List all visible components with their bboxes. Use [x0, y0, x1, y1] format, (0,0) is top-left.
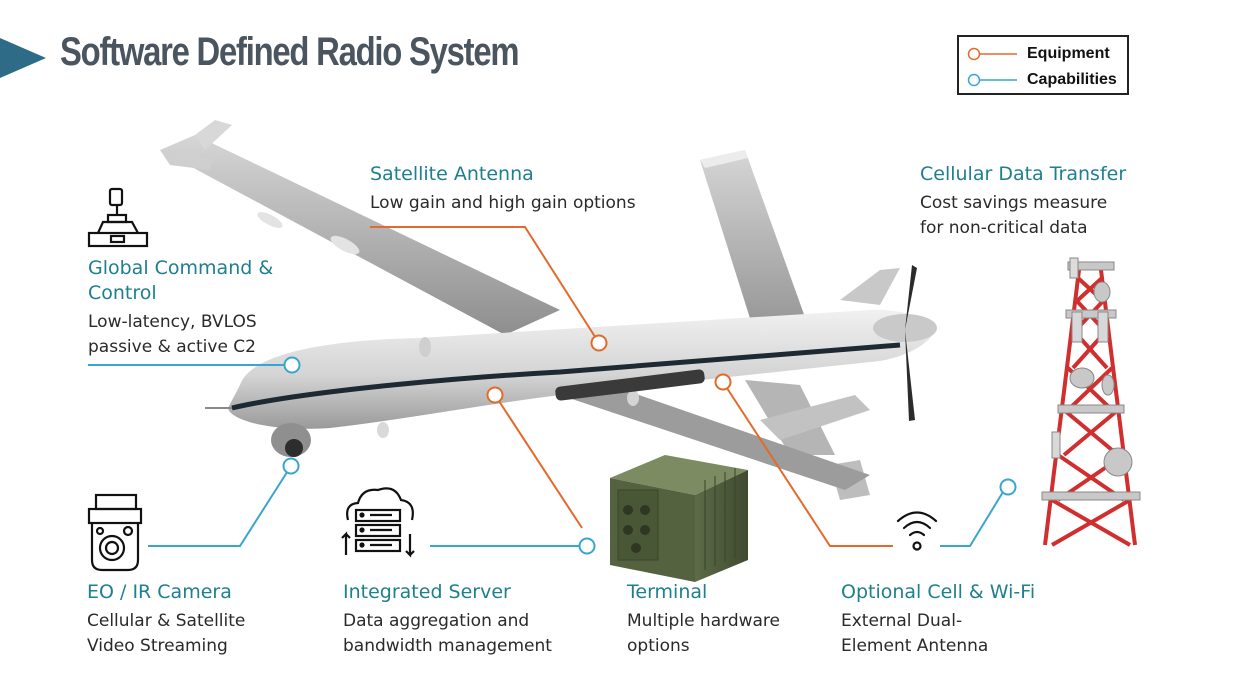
node-camera	[282, 457, 300, 475]
callout-global-command-control: Global Command & Control Low-latency, BV…	[88, 256, 273, 360]
callout-heading: Optional Cell & Wi-Fi	[841, 581, 1036, 603]
callout-line: options	[627, 636, 690, 656]
callout-line: bandwidth management	[343, 636, 552, 656]
joystick-icon	[87, 187, 149, 248]
callout-description: Cost savings measure for non-critical da…	[920, 191, 1126, 241]
callout-description: Multiple hardware options	[627, 609, 780, 659]
callout-heading: Global Command & Control	[88, 256, 273, 306]
callout-line: Low-latency, BVLOS	[88, 312, 257, 332]
connector-wifi	[722, 381, 893, 547]
node-fuselage-terminal	[486, 386, 504, 404]
connector-cellular	[940, 491, 1004, 547]
callout-line: Video Streaming	[87, 636, 228, 656]
title-arrow-icon	[0, 38, 46, 78]
cell-tower-platforms	[1041, 257, 1141, 501]
callout-heading-line: Control	[88, 282, 157, 304]
callout-line: Cost savings measure	[920, 193, 1108, 213]
camera-icon	[87, 493, 143, 572]
connector-satellite	[370, 226, 600, 344]
callout-satellite-antenna: Satellite Antenna Low gain and high gain…	[370, 162, 636, 216]
callout-integrated-server: Integrated Server Data aggregation and b…	[343, 580, 552, 659]
cell-tower-illustration	[1043, 261, 1137, 547]
callout-line: Cellular & Satellite	[87, 611, 246, 631]
connector-terminal	[494, 394, 583, 529]
callout-line: Element Antenna	[841, 636, 989, 656]
drone-illustration	[160, 120, 937, 500]
callout-line: for non-critical data	[920, 218, 1088, 238]
wifi-icon	[896, 511, 938, 551]
callout-description: External Dual- Element Antenna	[841, 609, 1035, 659]
connector-camera	[148, 465, 292, 547]
callout-eo-ir-camera: EO / IR Camera Cellular & Satellite Vide…	[87, 580, 245, 659]
node-cellular	[999, 478, 1017, 496]
callout-terminal: Terminal Multiple hardware options	[627, 580, 780, 659]
callout-heading: EO / IR Camera	[87, 581, 232, 603]
equipment-nodes	[486, 334, 732, 404]
equipment-line-icon	[967, 47, 1017, 61]
callout-heading: Integrated Server	[343, 581, 511, 603]
node-server	[578, 537, 596, 555]
page-title: Software Defined Radio System	[60, 30, 520, 74]
callout-line: Low gain and high gain options	[370, 193, 636, 213]
node-wifi	[714, 373, 732, 391]
callout-line: Data aggregation and	[343, 611, 530, 631]
node-satellite	[590, 334, 608, 352]
legend-item-equipment: Equipment	[967, 44, 1110, 64]
callout-heading: Cellular Data Transfer	[920, 163, 1127, 185]
capabilities-line-icon	[967, 73, 1017, 87]
node-gcc	[283, 356, 301, 374]
server-cloud-icon	[341, 487, 415, 558]
callout-heading: Terminal	[627, 581, 708, 603]
callout-description: Low-latency, BVLOS passive & active C2	[88, 310, 273, 360]
terminal-hardware-illustration	[610, 455, 748, 582]
equipment-connectors	[370, 226, 893, 547]
legend: Equipment Capabilities	[957, 35, 1129, 95]
callout-cellular-data-transfer: Cellular Data Transfer Cost savings meas…	[920, 162, 1126, 241]
legend-label: Capabilities	[1027, 71, 1117, 88]
callout-heading: Satellite Antenna	[370, 163, 534, 185]
capability-nodes	[282, 356, 1017, 555]
callout-description: Cellular & Satellite Video Streaming	[87, 609, 245, 659]
capability-connectors	[88, 364, 1004, 547]
legend-label: Equipment	[1027, 45, 1110, 62]
callout-line: passive & active C2	[88, 337, 256, 357]
callout-line: External Dual-	[841, 611, 963, 631]
callout-description: Data aggregation and bandwidth managemen…	[343, 609, 552, 659]
callout-heading-line: Global Command &	[88, 257, 274, 279]
callout-description: Low gain and high gain options	[370, 191, 636, 216]
callout-optional-cell-wifi: Optional Cell & Wi-Fi External Dual- Ele…	[841, 580, 1035, 659]
legend-item-capabilities: Capabilities	[967, 70, 1117, 90]
callout-line: Multiple hardware	[627, 611, 780, 631]
